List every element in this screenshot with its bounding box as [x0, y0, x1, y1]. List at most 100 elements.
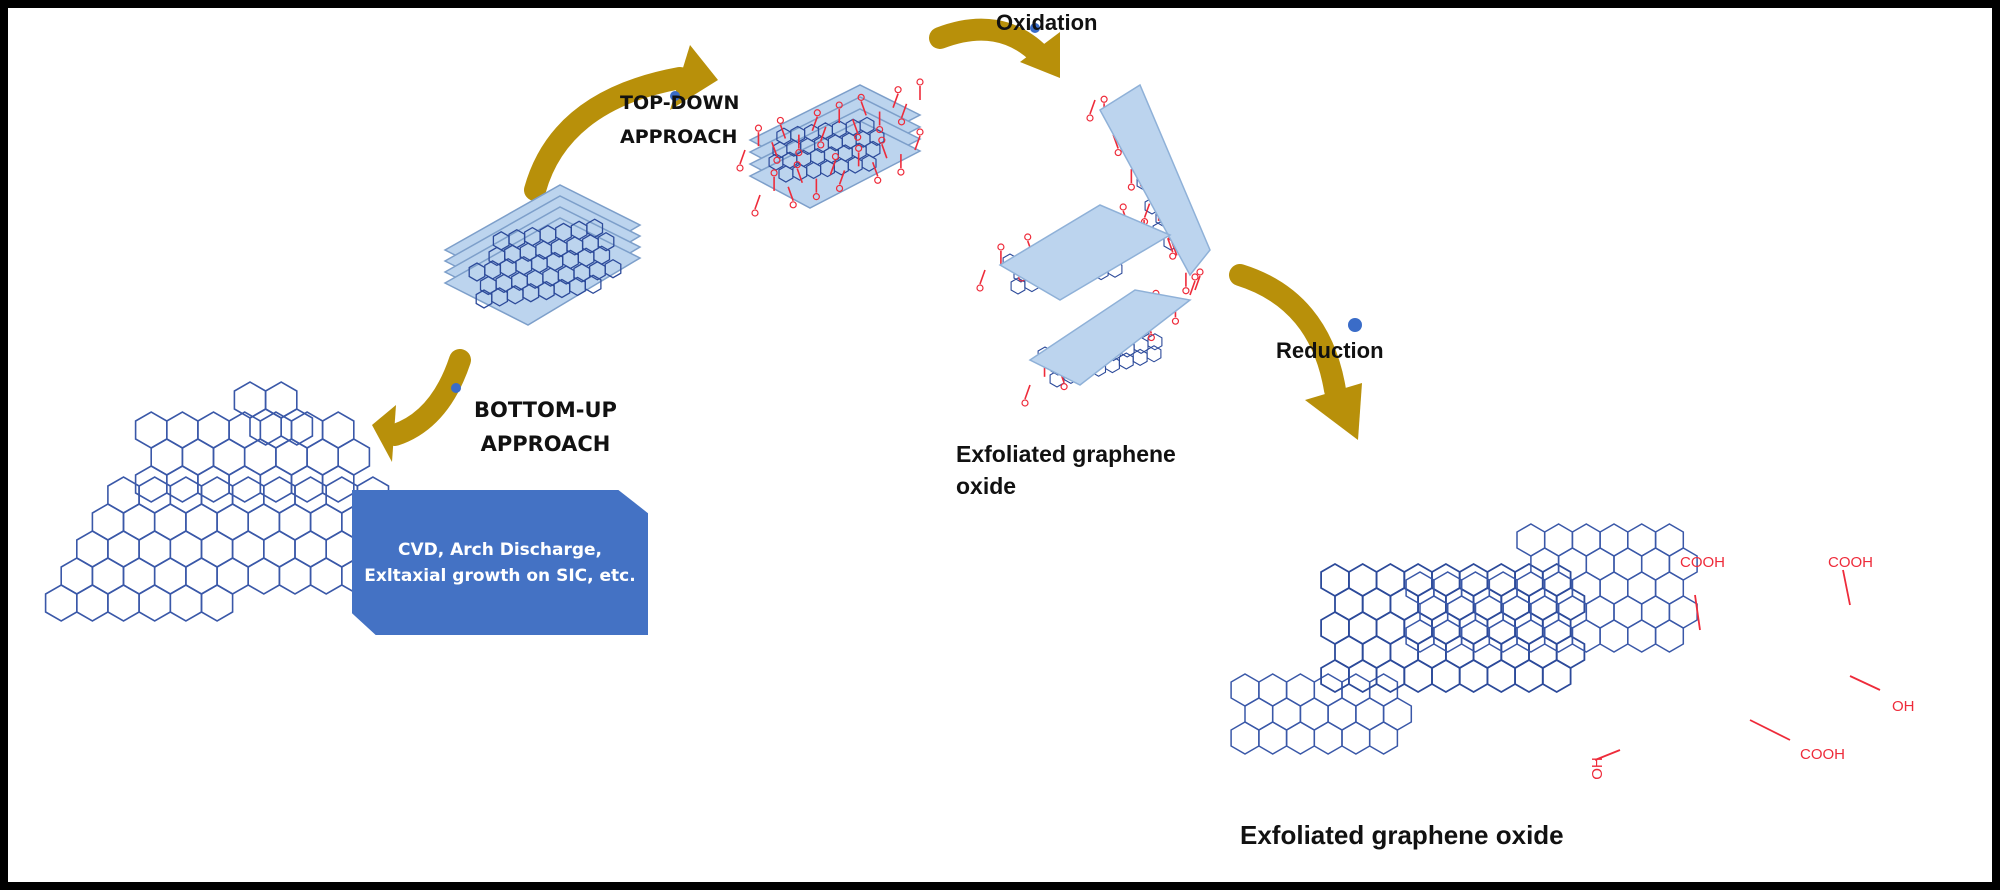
- hexagon-ring: [169, 584, 203, 622]
- functional-group-bond: [1849, 675, 1881, 691]
- curved-arrow-body: [1229, 264, 1346, 401]
- reduction-label: Reduction: [1276, 338, 1384, 363]
- graphene-sheet-bottom-up: [44, 381, 405, 622]
- functional-group-bond: [979, 269, 986, 285]
- functional-group-bond: [860, 101, 867, 116]
- graphene-lattices: [44, 78, 1881, 761]
- reduced-go-caption: Exfoliated graphene oxide: [1240, 820, 1564, 850]
- hexagon-ring: [280, 408, 314, 446]
- hexagon-ring: [833, 158, 849, 176]
- hexagon-ring: [499, 258, 517, 278]
- hexagon-ring: [555, 222, 572, 243]
- oxygen-atom: [997, 243, 1005, 251]
- top-down-line2: APPROACH: [620, 126, 738, 148]
- functional-group-bond: [779, 124, 787, 139]
- oxygen-atom: [812, 193, 820, 201]
- functional-group-bond: [900, 103, 908, 119]
- hexagon-ring: [290, 465, 324, 503]
- methods-line1: CVD, Arch Discharge,: [397, 539, 602, 560]
- hexagon-ring: [1118, 352, 1134, 370]
- functional-group-bond: [838, 170, 846, 185]
- oxygen-atom: [770, 169, 778, 177]
- oxygen-atom: [835, 184, 844, 193]
- hexagon-ring: [593, 245, 611, 265]
- hexagon-ring: [553, 278, 571, 299]
- oxygen-atom: [817, 141, 825, 149]
- go-sheet: [998, 204, 1172, 301]
- hexagon-ring: [562, 249, 579, 270]
- hexagon-ring: [1516, 619, 1546, 653]
- oxygen-atom: [976, 284, 984, 292]
- hexagon-ring: [778, 165, 794, 183]
- hexagon-ring: [506, 285, 524, 305]
- hexagon-ring: [1486, 658, 1516, 694]
- hexagon-ring: [107, 584, 140, 622]
- functional-group-bond: [771, 142, 778, 157]
- functional-group-bond: [787, 186, 794, 202]
- oxygen-atom: [1100, 95, 1108, 103]
- hexagon-ring: [803, 123, 820, 142]
- hexagon-ring: [247, 557, 281, 595]
- functional-group-bond: [914, 135, 921, 151]
- hexagon-ring: [1313, 721, 1343, 755]
- hexagon-ring: [782, 151, 798, 169]
- hexagon-ring: [278, 557, 312, 595]
- hexagon-ring: [138, 584, 172, 622]
- oxygen-atom: [1196, 268, 1204, 276]
- oxygen-atom: [1182, 287, 1190, 295]
- functional-group-bond: [1189, 280, 1196, 296]
- hexagon-ring: [809, 147, 826, 166]
- hexagon-ring: [776, 127, 792, 145]
- hexagon-ring: [865, 140, 881, 159]
- hexagon-ring: [1627, 619, 1657, 653]
- hexagon-ring: [197, 465, 230, 503]
- oxygen-atom: [1171, 317, 1180, 325]
- hexagon-ring: [790, 125, 806, 144]
- hexagon-ring: [796, 149, 812, 168]
- hexagon-ring: [491, 287, 509, 307]
- functional-group-bond: [1143, 203, 1151, 218]
- hexagon-ring: [539, 224, 557, 245]
- hexagon-ring: [1010, 277, 1026, 295]
- oxygen-atom: [878, 136, 886, 144]
- exfoliated-go-line2: oxide: [956, 473, 1017, 499]
- functional-group-bond: [871, 162, 879, 177]
- oxygen-atom: [854, 133, 862, 141]
- hexagon-ring: [1599, 619, 1629, 653]
- hexagon-ring: [570, 220, 588, 241]
- hexagon-ring: [823, 146, 840, 164]
- hexagon-ring: [200, 584, 234, 622]
- functional-group-bond: [820, 126, 827, 142]
- hexagon-ring: [475, 289, 493, 309]
- functional-group-bond: [1749, 719, 1791, 741]
- methods-box: CVD, Arch Discharge, Exltaxial growth on…: [352, 490, 648, 635]
- group-label-cooh: COOH: [1680, 554, 1725, 571]
- hexagon-ring: [586, 218, 604, 238]
- hexagon-ring: [321, 465, 355, 503]
- hexagon-ring: [1403, 658, 1433, 694]
- hexagon-ring: [44, 584, 78, 622]
- hexagon-ring: [249, 408, 283, 446]
- hexagon-ring: [1285, 721, 1316, 755]
- hexagon-ring: [309, 557, 343, 595]
- oxygen-atom: [897, 168, 905, 176]
- top-down-label: TOP-DOWN APPROACH: [620, 86, 739, 154]
- hexagon-ring: [597, 231, 615, 252]
- hexagon-ring: [1541, 658, 1572, 694]
- functional-group-bond: [1166, 237, 1174, 253]
- marker-dot: [1030, 23, 1040, 33]
- oxygen-atom: [835, 101, 843, 109]
- hexagon-ring: [861, 154, 877, 172]
- hexagon-ring: [819, 159, 836, 178]
- functional-group-bond: [754, 194, 761, 210]
- functional-group-bond: [1194, 275, 1201, 291]
- oxygen-atom: [1191, 273, 1199, 281]
- group-label-cooh: COOH: [1828, 554, 1873, 571]
- hexagon-ring: [523, 226, 541, 247]
- exfoliated-go-line1: Exfoliated graphene: [956, 441, 1176, 467]
- functional-group-bond: [881, 143, 888, 159]
- oxygen-atom: [855, 144, 863, 152]
- hexagon-ring: [817, 122, 834, 140]
- oxygen-atom: [894, 86, 902, 94]
- oxygen-atom: [1024, 233, 1032, 241]
